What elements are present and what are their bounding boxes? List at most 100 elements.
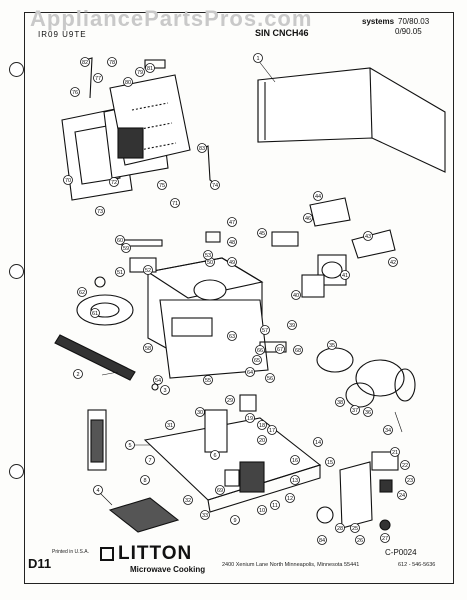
part-callout-label: 65: [254, 358, 260, 364]
part-callout-60: 60: [115, 235, 125, 245]
part-callout-label: 22: [402, 463, 408, 469]
base-plate-part: [143, 409, 322, 513]
part-callout-label: 79: [137, 70, 143, 76]
part-callout-20: 20: [257, 435, 267, 445]
part-callout-17: 17: [267, 425, 277, 435]
part-callout-84: 84: [317, 535, 327, 545]
part-callout-2: 2: [73, 369, 83, 379]
part-callout-79: 79: [135, 67, 145, 77]
part-callout-66: 66: [255, 345, 265, 355]
part-callout-78: 78: [107, 57, 117, 67]
part-callout-76: 76: [70, 87, 80, 97]
part-callout-5: 5: [125, 440, 135, 450]
outer-cabinet-part: [257, 67, 446, 173]
part-callout-label: 28: [337, 526, 343, 532]
part-callout-71: 71: [170, 198, 180, 208]
part-callout-51: 51: [115, 267, 125, 277]
printed-in-note: Printed in U.S.A.: [52, 549, 89, 555]
header-systems-label: systems: [362, 17, 395, 26]
part-callout-37: 37: [350, 405, 360, 415]
part-callout-label: 5: [128, 443, 131, 449]
part-callout-72: 72: [109, 177, 119, 187]
part-callout-label: 78: [109, 60, 115, 66]
part-callout-34: 34: [383, 425, 393, 435]
part-callout-label: 3: [163, 388, 166, 394]
binder-hole-middle: [9, 264, 24, 279]
part-callout-59: 59: [121, 243, 131, 253]
part-callout-25: 25: [350, 523, 360, 533]
part-callout-label: 36: [365, 410, 371, 416]
part-callout-label: 58: [145, 346, 151, 352]
part-callout-label: 1: [256, 56, 259, 62]
part-callout-label: 57: [262, 328, 268, 334]
part-callout-label: 77: [95, 76, 101, 82]
part-callout-10: 10: [257, 505, 267, 515]
binder-hole-bottom: [9, 464, 24, 479]
part-callout-label: 38: [337, 400, 343, 406]
part-callout-6: 6: [210, 450, 220, 460]
part-callout-21: 21: [390, 447, 400, 457]
brand-tagline: Microwave Cooking: [130, 565, 206, 574]
part-callout-45: 45: [257, 228, 267, 238]
part-callout-54: 54: [153, 375, 163, 385]
part-callout-23: 23: [405, 475, 415, 485]
part-callout-38: 38: [335, 397, 345, 407]
part-callout-label: 51: [117, 270, 123, 276]
part-callout-label: 59: [123, 246, 129, 252]
part-callout-label: 25: [352, 526, 358, 532]
part-callout-label: 83: [199, 146, 205, 152]
part-callout-label: 30: [197, 410, 203, 416]
part-callout-label: 81: [147, 66, 153, 72]
part-callout-label: 9: [233, 518, 236, 524]
part-callout-29: 29: [225, 395, 235, 405]
part-callout-77: 77: [93, 73, 103, 83]
part-callout-label: 67: [277, 347, 283, 353]
part-callout-label: 11: [272, 503, 278, 509]
filter-grille-part: [108, 497, 180, 533]
part-callout-label: 24: [399, 493, 405, 499]
part-callout-67: 67: [275, 344, 285, 354]
part-callout-44: 44: [313, 191, 323, 201]
part-callout-52: 52: [143, 265, 153, 275]
part-callout-label: 19: [247, 416, 253, 422]
part-callout-label: 12: [287, 496, 293, 502]
header-version-1: 70/80.03: [398, 17, 430, 26]
part-callout-35: 35: [327, 340, 337, 350]
part-callout-65: 65: [252, 355, 262, 365]
blower-fan-part: [316, 347, 416, 408]
part-callout-40: 40: [291, 290, 301, 300]
part-callout-label: 50: [207, 260, 213, 266]
brand-logo: LITTON: [100, 543, 192, 565]
part-callout-8: 8: [140, 475, 150, 485]
part-callout-19: 19: [245, 413, 255, 423]
part-callout-1: 1: [253, 53, 263, 63]
circuit-board-part: [316, 451, 399, 531]
part-callout-label: 45: [259, 231, 265, 237]
part-callout-12: 12: [285, 493, 295, 503]
part-callout-label: 80: [125, 80, 131, 86]
part-callout-label: 69: [217, 488, 223, 494]
part-callout-62: 62: [77, 287, 87, 297]
part-callout-47: 47: [227, 217, 237, 227]
part-callout-57: 57: [260, 325, 270, 335]
part-callout-label: 63: [229, 334, 235, 340]
watermark: AppliancePartsPros.com: [30, 6, 313, 31]
part-callout-80: 80: [123, 77, 133, 87]
header-middle-text: SIN CNCH46: [255, 28, 309, 38]
part-callout-58: 58: [143, 343, 153, 353]
part-callout-label: 35: [329, 343, 335, 349]
header-left-text: IR09 U9TE: [38, 30, 87, 39]
part-callout-label: 49: [229, 260, 235, 266]
part-callout-label: 73: [97, 209, 103, 215]
turntable-part: [76, 294, 134, 326]
part-callout-26: 26: [355, 535, 365, 545]
part-callout-label: 84: [319, 538, 325, 544]
part-callout-27: 27: [380, 533, 390, 543]
part-callout-30: 30: [195, 407, 205, 417]
part-callout-16: 16: [290, 455, 300, 465]
part-callout-15: 15: [325, 457, 335, 467]
part-callout-label: 21: [392, 450, 398, 456]
part-callout-label: 53: [205, 253, 211, 259]
part-callout-label: 71: [172, 201, 178, 207]
part-callout-label: 27: [382, 536, 388, 542]
